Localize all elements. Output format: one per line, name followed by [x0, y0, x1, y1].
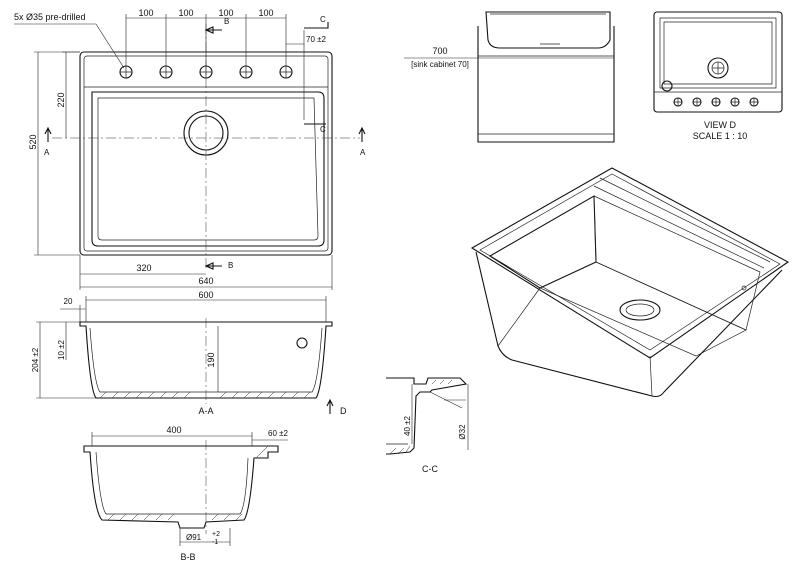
view-d-marker: D [340, 406, 347, 416]
dim-640: 640 [198, 276, 213, 286]
spacing-2: 100 [178, 8, 193, 18]
section-aa: 600 20 204 ±2 10 ±2 190 A-A D [31, 290, 347, 416]
section-bb: 400 60 ±2 Ø91 +2 -1 B-B [83, 425, 289, 562]
cabinet-note: [sink cabinet 70] [411, 60, 469, 69]
hole-spacing-dims: 100 100 100 100 [125, 8, 287, 66]
cabinet-view: 700 [sink cabinet 70] [404, 11, 615, 143]
section-aa-label: A-A [198, 406, 213, 416]
dim-600: 600 [198, 290, 213, 300]
dim-320: 320 [136, 263, 151, 273]
dim-190: 190 [206, 352, 216, 367]
section-a-left: A [44, 148, 50, 157]
section-cc: 40 ±2 Ø32 C-C [386, 377, 469, 474]
dim-204: 204 ±2 [31, 347, 40, 372]
section-cc-label: C-C [422, 464, 438, 474]
section-b-top: B [224, 17, 229, 26]
dim-220: 220 [56, 92, 66, 107]
spacing-3: 100 [218, 8, 233, 18]
dim-400: 400 [166, 425, 181, 435]
dim-40: 40 ±2 [403, 415, 412, 436]
dim-20: 20 [64, 297, 73, 306]
section-a-right: A [360, 148, 366, 157]
cc-hatching [389, 379, 453, 455]
section-b-bottom: B [228, 261, 233, 270]
view-d-scale: SCALE 1 : 10 [693, 131, 748, 141]
spacing-1: 100 [138, 8, 153, 18]
dim-10: 10 ±2 [57, 339, 66, 360]
section-bb-label: B-B [180, 552, 195, 562]
top-view: 100 100 100 100 5x Ø35 pre-drilled B C 7… [14, 8, 366, 290]
view-d-title: VIEW D [704, 120, 737, 130]
dim-520: 520 [28, 134, 38, 149]
aa-hatching [99, 391, 311, 399]
bb-hatching [107, 445, 269, 521]
isometric-view [470, 167, 790, 398]
dim-drain-91: Ø91 [186, 533, 202, 542]
drain-tol-minus: -1 [212, 539, 218, 546]
view-d-holes [673, 97, 759, 107]
section-c-side: C [320, 125, 326, 134]
spacing-4: 100 [258, 8, 273, 18]
cabinet-width: 700 [432, 46, 447, 56]
view-d: VIEW D SCALE 1 : 10 [653, 11, 783, 141]
offset-70: 70 ±2 [306, 35, 327, 44]
dim-60: 60 ±2 [268, 429, 289, 438]
holes-note: 5x Ø35 pre-drilled [14, 12, 86, 22]
drain-tol-plus: +2 [212, 531, 220, 538]
dim-32: Ø32 [458, 424, 467, 440]
section-c-top: C [320, 15, 326, 24]
